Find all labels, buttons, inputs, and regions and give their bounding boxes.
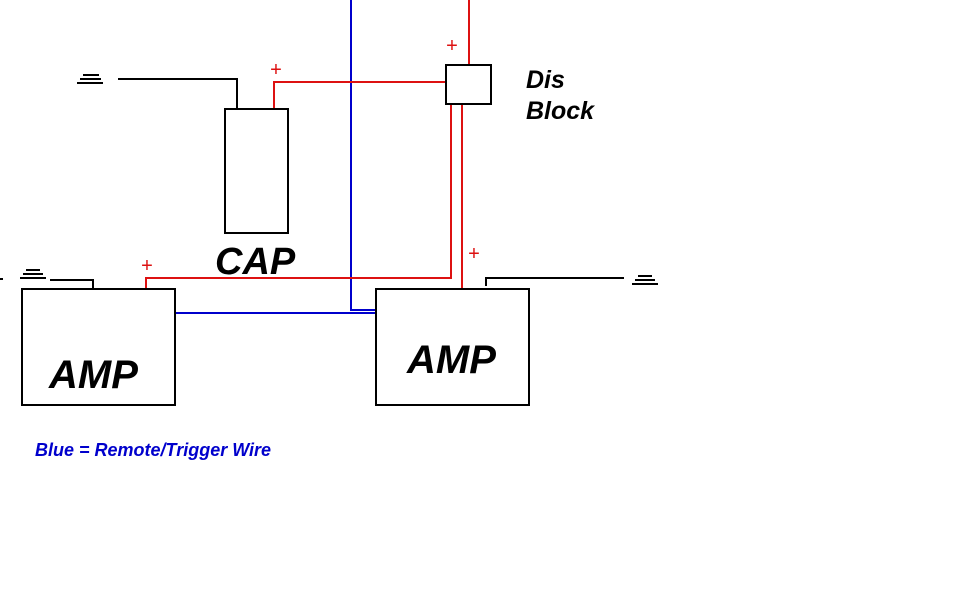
amp-left-label: AMP (48, 353, 138, 397)
amp-right-label: AMP (406, 338, 496, 382)
legend-text: Blue = Remote/Trigger Wire (35, 440, 271, 460)
amp-left (21, 288, 176, 406)
capacitor (224, 108, 289, 234)
distribution-block (445, 64, 492, 105)
remote-wire-feed (350, 0, 376, 311)
ground-wire-right-amp (485, 277, 624, 286)
dist-block-label-line2: Block (526, 97, 595, 125)
positive-mark-right-amp: + (468, 243, 480, 265)
remote-wire (176, 0, 376, 314)
ground-wire-left-amp (50, 279, 94, 289)
amp-right (375, 288, 530, 406)
positive-mark-left-amp: + (141, 255, 153, 277)
ground-symbol-right-amp (632, 275, 658, 285)
power-wire-cap (273, 81, 446, 109)
positive-mark-cap: + (270, 59, 282, 81)
ground-symbol-left-amp (20, 269, 46, 279)
ground-wire-cap (118, 78, 238, 109)
ground-wires (50, 78, 624, 289)
power-wires (145, 0, 470, 289)
power-wire-left-amp (145, 104, 452, 289)
positive-mark-dist-block: + (446, 35, 458, 57)
dist-block-label-line1: Dis (526, 66, 565, 94)
ground-symbol-cap (77, 74, 103, 84)
cap-label: CAP (215, 241, 296, 283)
